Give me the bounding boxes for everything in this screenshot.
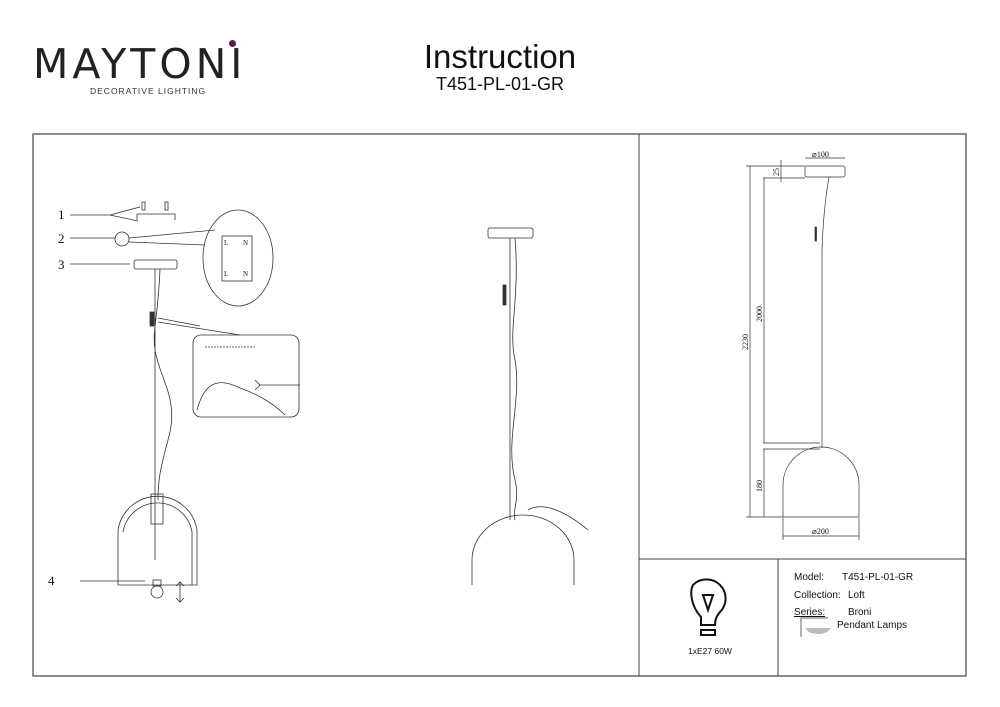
brand-tagline: DECORATIVE LIGHTING (90, 86, 207, 96)
dimension-drawing: ⌀100 25 2230 2000 180 ⌀200 (741, 150, 860, 540)
model-code: T451-PL-01-GR (435, 74, 565, 94)
page-title: Instruction (423, 38, 577, 75)
type-value: Pendant Lamps (837, 620, 908, 631)
model-label: Model: (794, 572, 825, 583)
collection-value: Loft (848, 590, 865, 601)
terminal-label-l-bottom: L (224, 270, 228, 278)
dim-shade-diameter: ⌀200 (812, 527, 829, 536)
terminal-label-n-bottom: N (243, 270, 248, 278)
dim-shade-height: 180 (755, 480, 764, 492)
callout-3: 3 (58, 257, 65, 272)
dim-canopy-diameter: ⌀100 (812, 150, 829, 159)
callout-2: 2 (58, 231, 65, 246)
outer-border (32, 133, 967, 677)
model-value: T451-PL-01-GR (842, 572, 914, 583)
lamp-side-view (471, 227, 589, 585)
callout-1: 1 (58, 207, 65, 222)
collection-label: Collection: (794, 590, 841, 601)
bulb-spec: 1xE27 60W (688, 646, 732, 656)
dim-canopy-height: 25 (772, 168, 781, 176)
assembly-drawing: 1 2 3 4 L N L (48, 201, 300, 603)
brand-logo: MAYTONI (33, 40, 247, 88)
terminal-label-n-top: N (243, 239, 248, 247)
dim-cable-length: 2000 (755, 306, 764, 322)
bulb-icon (690, 578, 727, 636)
series-value: Broni (848, 607, 872, 618)
pendant-type-icon (800, 617, 830, 637)
terminal-label-l-top: L (224, 239, 228, 247)
logo-accent-dot (229, 40, 236, 47)
series-label: Series: (794, 607, 826, 618)
callout-4: 4 (48, 573, 55, 588)
dim-total-height: 2230 (741, 334, 750, 350)
brand-name: MAYTONI (33, 40, 247, 88)
